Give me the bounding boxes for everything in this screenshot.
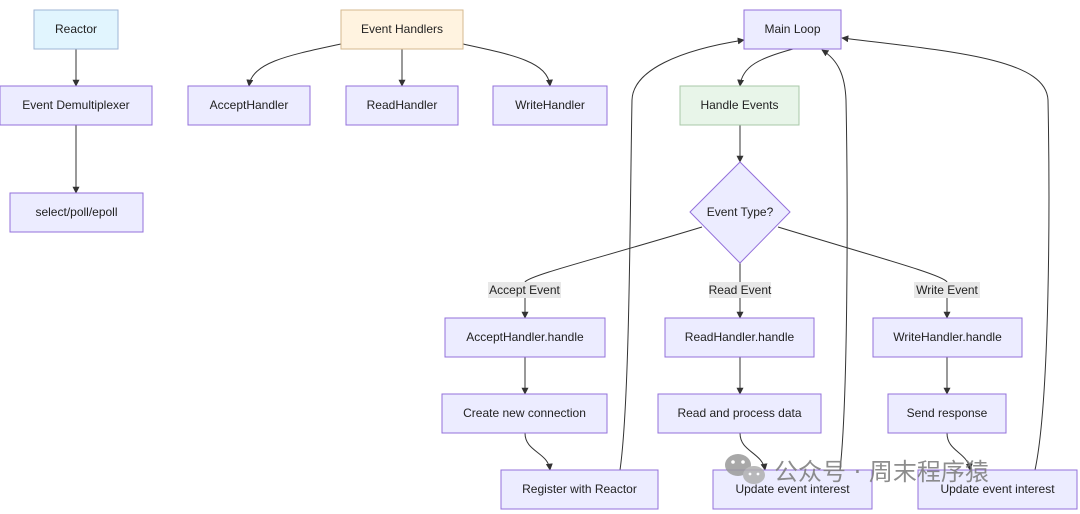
node-accept-handle: AcceptHandler.handle (444, 317, 606, 358)
node-accept-handler-label: AcceptHandler (210, 98, 289, 112)
watermark: 公众号 · 周末程序猿 (725, 454, 989, 486)
edge-update1-mainloop (821, 49, 848, 471)
node-accept-handle-label: AcceptHandler.handle (466, 330, 584, 344)
node-handle-events-label: Handle Events (700, 98, 778, 112)
node-select-poll-epoll: select/poll/epoll (9, 192, 144, 233)
edge-register-mainloop (619, 37, 745, 471)
node-register-reactor-label: Register with Reactor (522, 482, 637, 496)
edge-update2-mainloop (841, 35, 1050, 471)
node-read-handle: ReadHandler.handle (664, 317, 815, 358)
node-send-response: Send response (887, 393, 1007, 434)
edge-label-write-event: Write Event (914, 282, 980, 298)
node-update-interest-2-label: Update event interest (940, 482, 1055, 496)
edges (72, 35, 1050, 471)
edge-send-update2 (946, 432, 973, 471)
edge-readprocess-update1 (739, 432, 768, 471)
edge-label-accept-event-text: Accept Event (489, 283, 560, 297)
node-update-interest-1-label: Update event interest (735, 482, 850, 496)
node-update-interest-2: Update event interest (917, 469, 1078, 510)
wechat-icon (725, 454, 765, 484)
node-event-type-label: Event Type? (707, 205, 774, 219)
node-create-connection: Create new connection (441, 393, 608, 434)
node-event-demultiplexer-label: Event Demultiplexer (22, 98, 129, 112)
node-read-handle-label: ReadHandler.handle (685, 330, 795, 344)
edge-label-write-event-text: Write Event (916, 283, 978, 297)
edge-label-accept-event: Accept Event (488, 282, 561, 298)
node-read-handler: ReadHandler (345, 85, 459, 126)
node-register-reactor: Register with Reactor (500, 469, 659, 510)
node-write-handler-label: WriteHandler (515, 98, 585, 112)
node-select-poll-epoll-label: select/poll/epoll (35, 205, 117, 219)
edge-handlers-accept (246, 43, 342, 87)
node-create-connection-label: Create new connection (463, 406, 586, 420)
node-update-interest-1: Update event interest (712, 469, 873, 510)
node-reactor-label: Reactor (55, 22, 97, 36)
node-write-handler: WriteHandler (492, 85, 608, 126)
node-read-process-label: Read and process data (677, 406, 801, 420)
node-event-handlers: Event Handlers (340, 9, 464, 50)
node-main-loop: Main Loop (743, 9, 842, 50)
edge-label-read-event-text: Read Event (709, 283, 772, 297)
node-write-handle-label: WriteHandler.handle (893, 330, 1002, 344)
node-event-demultiplexer: Event Demultiplexer (0, 85, 153, 126)
node-read-process: Read and process data (657, 393, 822, 434)
edge-eventtype-accept (521, 226, 703, 319)
edge-handlers-write (462, 43, 553, 87)
edge-create-register (524, 432, 553, 471)
node-accept-handler: AcceptHandler (187, 85, 311, 126)
node-read-handler-label: ReadHandler (367, 98, 438, 112)
edge-eventtype-write (777, 226, 951, 319)
node-event-handlers-label: Event Handlers (361, 22, 443, 36)
node-handle-events: Handle Events (679, 85, 800, 126)
node-reactor: Reactor (33, 9, 119, 50)
node-main-loop-label: Main Loop (764, 22, 820, 36)
edge-label-read-event: Read Event (709, 282, 772, 298)
node-send-response-label: Send response (907, 406, 988, 420)
node-event-type-decision: Event Type? (689, 161, 791, 264)
edge-mainloop-handleevents (737, 48, 794, 87)
node-write-handle: WriteHandler.handle (872, 317, 1023, 358)
watermark-text: 公众号 · 周末程序猿 (774, 458, 989, 486)
